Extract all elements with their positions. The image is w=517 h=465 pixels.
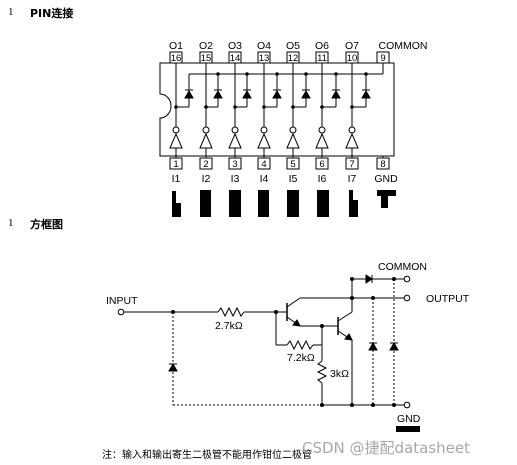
section-number: 1 xyxy=(8,6,14,18)
diode-icon xyxy=(242,89,252,99)
label-r-7-2k: 7.2kΩ xyxy=(287,352,315,364)
section-number: 1 xyxy=(8,217,14,229)
channel-7 xyxy=(351,63,367,127)
pin-leads xyxy=(172,190,396,217)
diode-icon xyxy=(213,89,223,99)
section-title-pin-connection: PIN连接 xyxy=(30,7,74,20)
pin-number-11: 11 xyxy=(317,53,327,64)
label-r-2-7k: 2.7kΩ xyxy=(215,320,243,332)
pin-box-8 xyxy=(376,157,390,170)
diode-icon xyxy=(301,89,311,99)
pin-number-15: 15 xyxy=(201,53,212,64)
pin-label-o3: O3 xyxy=(228,40,242,52)
footnote: 注：输入和输出寄生二极管不能用作钳位二极管 xyxy=(102,450,312,461)
label-output: OUTPUT xyxy=(426,293,470,305)
pin-number-9: 9 xyxy=(380,53,385,64)
pin-label-i5: I5 xyxy=(289,173,298,185)
channel-3 xyxy=(234,63,248,127)
pin-number-8: 8 xyxy=(380,159,385,170)
pin-label-i4: I4 xyxy=(260,173,269,185)
buffer-icon xyxy=(286,126,300,149)
pin-box-3 xyxy=(228,157,242,170)
pin-label-gnd: GND xyxy=(374,173,398,185)
emitter-arrow-icon xyxy=(344,333,353,341)
pin-box-5 xyxy=(286,157,300,170)
pin-label-i1: I1 xyxy=(172,173,181,185)
pin-box-2 xyxy=(199,157,213,170)
emitter-arrow-icon xyxy=(292,319,301,327)
diode-icon xyxy=(272,89,282,99)
diode-icon xyxy=(368,341,378,351)
pin-number-14: 14 xyxy=(230,53,241,64)
pin-label-i2: I2 xyxy=(202,173,211,185)
buffer-icon xyxy=(228,126,242,149)
diode-icon xyxy=(184,89,194,99)
buffer-icon xyxy=(257,126,271,149)
pin-number-7: 7 xyxy=(349,159,354,170)
pin-label-common: COMMON xyxy=(379,40,428,52)
pin-number-10: 10 xyxy=(347,53,358,64)
label-gnd: GND xyxy=(397,413,421,425)
watermark: CSDN @捷配datasheet xyxy=(302,439,470,457)
pin-box-6 xyxy=(315,157,329,170)
pin-label-o4: O4 xyxy=(257,40,271,52)
label-input: INPUT xyxy=(106,295,138,307)
buffer-icon xyxy=(315,126,329,149)
pin-label-o1: O1 xyxy=(169,40,183,52)
diode-icon xyxy=(331,89,341,99)
diode-icon xyxy=(168,362,178,372)
pin-box-1 xyxy=(169,157,183,170)
pin-label-o2: O2 xyxy=(199,40,213,52)
channel-6 xyxy=(321,63,337,127)
block-diagram-schematic: COMMON OUTPUT INPUT 2.7kΩ 7.2kΩ 3kΩ GND xyxy=(106,261,470,432)
gnd-lead xyxy=(396,426,420,432)
pin-label-o6: O6 xyxy=(315,40,329,52)
pin-number-12: 12 xyxy=(288,53,299,64)
pin-number-1: 1 xyxy=(173,159,178,170)
label-r-3k: 3kΩ xyxy=(330,368,349,380)
channel-2 xyxy=(205,63,219,127)
label-common: COMMON xyxy=(378,261,427,273)
pin-box-7 xyxy=(345,157,359,170)
buffer-icon xyxy=(199,126,213,149)
pin-number-3: 3 xyxy=(232,159,237,170)
pin-number-13: 13 xyxy=(259,53,270,64)
ic-package-outline xyxy=(159,62,395,157)
section-title-block-diagram: 方框图 xyxy=(30,218,63,231)
pin-number-6: 6 xyxy=(319,159,324,170)
pin-number-16: 16 xyxy=(171,53,182,64)
buffer-icon xyxy=(345,126,359,149)
channel-4 xyxy=(263,63,278,127)
channel-1 xyxy=(175,63,190,127)
pin-label-i6: I6 xyxy=(318,173,327,185)
buffer-icon xyxy=(169,126,183,149)
pin-box-4 xyxy=(257,157,271,170)
pin-label-o5: O5 xyxy=(286,40,300,52)
diode-icon xyxy=(389,341,399,351)
pin-number-5: 5 xyxy=(290,159,295,170)
pin-label-o7: O7 xyxy=(345,40,359,52)
pin-label-i7: I7 xyxy=(348,173,357,185)
pin-number-4: 4 xyxy=(261,159,266,170)
pin-number-2: 2 xyxy=(203,159,208,170)
diode-icon xyxy=(365,274,373,284)
pinout-diagram: O1 O2 O3 O4 O5 O6 O7 COMMON 16 15 14 13 … xyxy=(159,40,428,217)
channel-5 xyxy=(292,63,307,127)
diode-icon xyxy=(361,89,371,99)
pin-label-i3: I3 xyxy=(231,173,240,185)
